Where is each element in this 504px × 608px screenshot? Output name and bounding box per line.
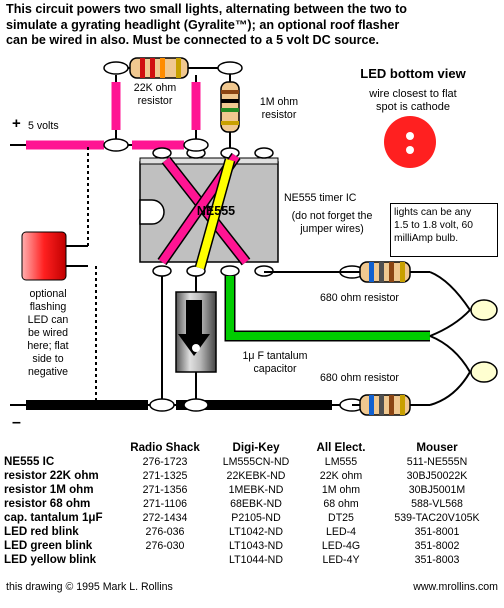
copyright-text: this drawing © 1995 Mark L. Rollins [6, 581, 173, 593]
part-all-elect: LM555 [324, 456, 358, 468]
website-link[interactable]: www.mrollins.com [413, 581, 498, 593]
header-digi-key: Digi-Key [232, 441, 280, 454]
header-radio-shack: Radio Shack [130, 441, 200, 454]
ic-chip-text: NE555 [196, 204, 236, 218]
part-name: cap. tantalum 1μF [4, 511, 103, 524]
part-name: LED yellow blink [4, 553, 97, 566]
part-all-elect: LED-4 [325, 526, 357, 538]
tantalum-capacitor [175, 291, 217, 373]
part-digi-key: LT1042-ND [229, 526, 283, 538]
part-radio-shack: 272-1434 [142, 512, 188, 524]
table-row: cap. tantalum 1μF 272-1434 P2105-ND DT25… [4, 511, 494, 525]
table-row: NE555 IC 276-1723 LM555CN-ND LM555 511-N… [4, 455, 494, 469]
part-all-elect: 1M ohm [321, 484, 361, 496]
table-row: resistor 1M ohm 271-1356 1MEBK-ND 1M ohm… [4, 483, 494, 497]
optional-led [21, 145, 97, 405]
part-radio-shack: 276-1723 [142, 456, 188, 468]
led-view-title: LED bottom view [360, 66, 466, 81]
part-mouser: 351-8001 [414, 526, 460, 538]
part-name: resistor 68 ohm [4, 497, 91, 510]
part-radio-shack: 271-1106 [143, 498, 187, 510]
part-radio-shack [120, 553, 210, 567]
led-bottom-view [384, 116, 436, 168]
light-bulbs [429, 271, 498, 406]
table-row: resistor 68 ohm 271-1106 68EBK-ND 68 ohm… [4, 497, 494, 511]
part-name: resistor 22K ohm [4, 469, 99, 482]
part-mouser: 511-NE555N [406, 456, 468, 468]
part-mouser: 30BJ5001M [408, 484, 466, 496]
part-digi-key: LT1043-ND [229, 540, 283, 552]
positive-symbol: + [12, 115, 21, 132]
part-digi-key: 22KEBK-ND [226, 470, 286, 482]
ic-label: NE555 timer IC [284, 192, 357, 204]
part-mouser: 588-VL568 [411, 498, 463, 510]
part-name: NE555 IC [4, 455, 55, 468]
part-mouser: 351-8003 [414, 554, 460, 566]
part-all-elect: LED-4Y [322, 554, 360, 566]
header-part [4, 441, 120, 455]
resistor-1m [220, 81, 240, 133]
part-mouser: 30BJ50022K [406, 470, 468, 482]
part-radio-shack: 271-1325 [142, 470, 188, 482]
resistor-22k-label: 22K ohm resistor [133, 82, 177, 107]
part-all-elect: LED-4G [321, 540, 361, 552]
table-row: LED green blink 276-030 LT1043-ND LED-4G… [4, 539, 494, 553]
part-digi-key: LM555CN-ND [222, 456, 290, 468]
green-wire [224, 276, 430, 342]
table-row: LED yellow blink LT1044-ND LED-4Y 351-80… [4, 553, 494, 567]
parts-table: Radio Shack Digi-Key All Elect. Mouser N… [4, 441, 494, 567]
header-mouser: Mouser [416, 441, 458, 454]
part-radio-shack: 276-036 [145, 526, 185, 538]
part-all-elect: 22K ohm [319, 470, 363, 482]
part-name: LED green blink [4, 539, 93, 552]
part-name: LED red blink [4, 525, 79, 538]
part-all-elect: DT25 [328, 512, 354, 524]
resistor-680-top [264, 261, 430, 283]
part-mouser: 351-8002 [414, 540, 460, 552]
part-digi-key: LT1044-ND [229, 554, 283, 566]
voltage-label: 5 volts [28, 120, 59, 132]
jumper-label: (do not forget the jumper wires) [291, 210, 373, 235]
table-row: LED red blink 276-036 LT1042-ND LED-4 35… [4, 525, 494, 539]
resistor-1m-label: 1M ohm resistor [259, 96, 299, 121]
header-all-elect: All Elect. [316, 441, 366, 454]
parts-table-header: Radio Shack Digi-Key All Elect. Mouser [4, 441, 494, 455]
led-view-subtitle: wire closest to flat spot is cathode [369, 88, 457, 113]
part-digi-key: 1MEBK-ND [228, 484, 284, 496]
jumper-wires [157, 152, 251, 270]
part-all-elect: 68 ohm [323, 498, 359, 510]
capacitor-label: 1μ F tantalum capacitor [242, 350, 308, 375]
resistor-680-bottom [352, 394, 430, 416]
optional-led-label: optional flashing LED can be wired here;… [27, 288, 69, 378]
ground-rail [10, 61, 365, 412]
part-mouser: 539-TAC20V105K [394, 512, 480, 524]
table-row: resistor 22K ohm 271-1325 22KEBK-ND 22K … [4, 469, 494, 483]
part-radio-shack: 276-030 [145, 540, 185, 552]
resistor-680-top-label: 680 ohm resistor [320, 292, 399, 304]
resistor-22k [116, 57, 230, 79]
resistor-680-bottom-label: 680 ohm resistor [320, 372, 399, 384]
lights-note: lights can be any 1.5 to 1.8 volt, 60 mi… [390, 203, 498, 257]
part-digi-key: P2105-ND [231, 512, 281, 524]
part-radio-shack: 271-1356 [142, 484, 188, 496]
part-digi-key: 68EBK-ND [230, 498, 282, 510]
part-name: resistor 1M ohm [4, 483, 94, 496]
negative-symbol: – [12, 414, 21, 431]
header-text: This circuit powers two small lights, al… [6, 2, 407, 47]
